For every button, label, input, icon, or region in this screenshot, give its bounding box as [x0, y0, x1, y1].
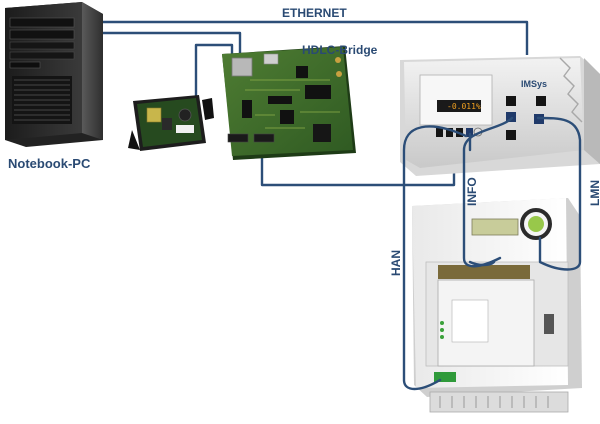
imsys-label: IMSys: [521, 79, 547, 89]
gateway-port-aux: [506, 130, 516, 140]
ethernet-label: ETHERNET: [282, 6, 347, 20]
meter-terminal-strip: [429, 391, 569, 413]
gateway-display-value: -0.011%: [447, 102, 481, 111]
notebook-pc-tower: [5, 2, 103, 147]
lmn-cable: [536, 116, 582, 271]
hdlc-bridge-label: HDLC-Bridge: [302, 43, 378, 57]
power-supply-module: [128, 95, 214, 151]
notebook-pc-label: Notebook-PC: [8, 156, 91, 171]
bridge-to-gateway-cable: [260, 150, 456, 187]
gateway-brand-text: [424, 86, 426, 92]
ethernet-cable-to-bridge: [103, 31, 242, 62]
han-label: HAN: [389, 250, 403, 276]
ethernet-cable-to-gateway: [103, 20, 529, 55]
hdlc-bridge-board: [222, 46, 356, 160]
rj45-jack: [231, 57, 253, 77]
gateway-port-wan: [506, 96, 516, 106]
gateway-port-service: [536, 96, 546, 106]
lmn-label: LMN: [588, 180, 600, 206]
drive-bays: [9, 17, 75, 69]
han-terminal-block: [434, 372, 456, 382]
gateway-port-2: [446, 128, 453, 137]
gateway-display: [437, 100, 481, 112]
han-cable: [402, 125, 468, 391]
smart-meter-gateway: -0.011%: [400, 56, 600, 176]
info-label: INFO: [465, 177, 479, 206]
gateway-port-info: [506, 112, 516, 122]
side-connector: [544, 314, 554, 334]
electricity-meter: [412, 198, 582, 413]
meter-lcd: [471, 218, 519, 236]
meter-cables: [402, 116, 582, 391]
gateway-port-han: [466, 128, 473, 137]
gateway-port-1: [436, 128, 443, 137]
front-vent-grille: [12, 76, 72, 124]
